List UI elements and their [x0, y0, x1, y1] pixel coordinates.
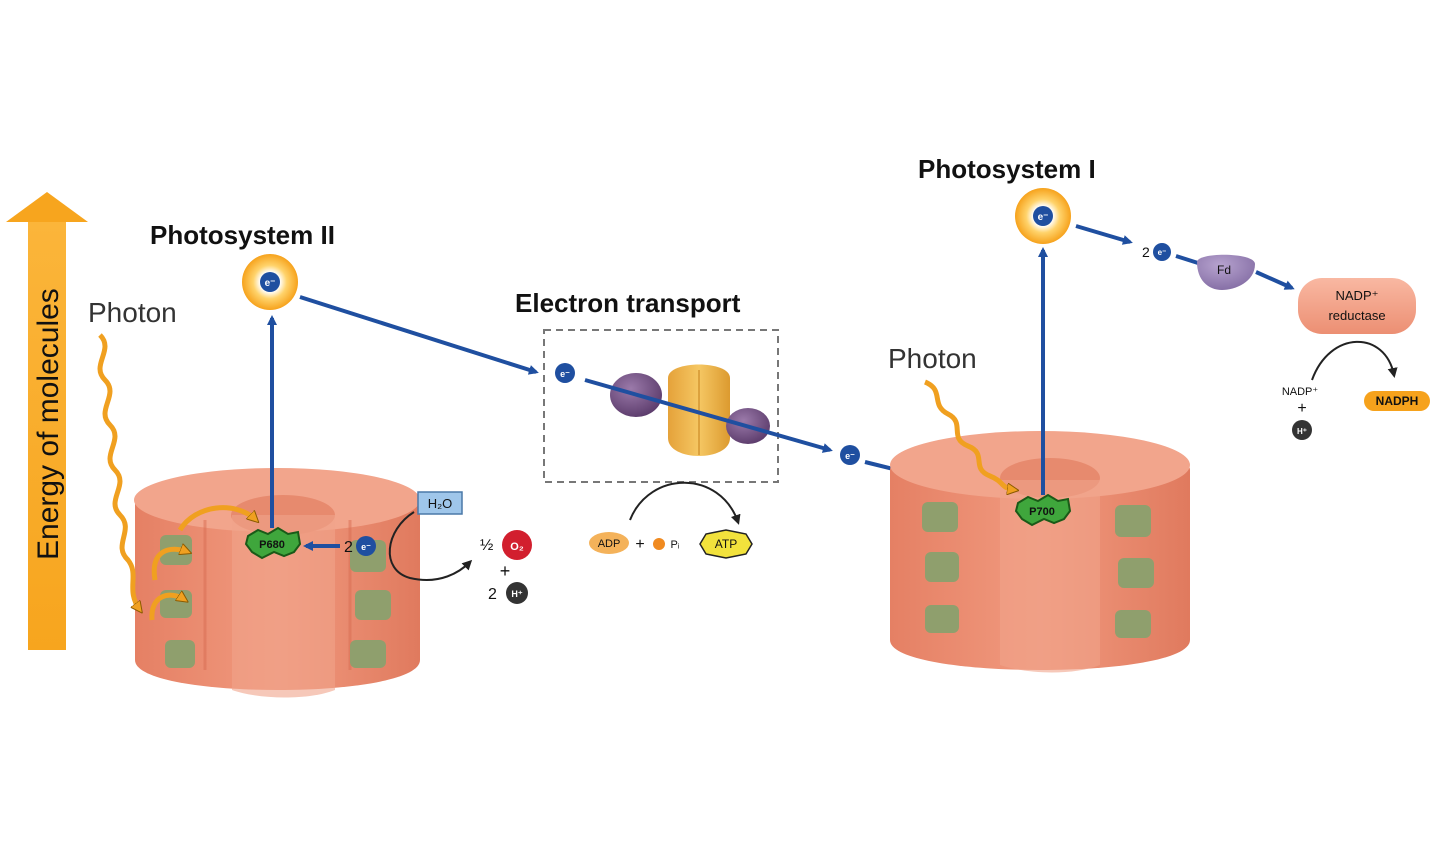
water-label: H₂O: [428, 496, 453, 511]
electron-transport-title: Electron transport: [515, 288, 741, 318]
photon-left-wave: [97, 333, 140, 610]
photosystem-ii-title: Photosystem II: [150, 220, 335, 250]
energy-axis-label: Energy of molecules: [32, 288, 65, 560]
photon-left-label: Photon: [88, 297, 177, 328]
ps2-excited-electron: e⁻: [242, 254, 298, 310]
ps1-proton-label: H⁺: [1297, 427, 1307, 436]
photon-left: Photon: [88, 297, 177, 610]
adp-pill: [589, 532, 629, 554]
proton-count: 2: [488, 586, 497, 603]
atp-starburst: [699, 529, 753, 559]
water-box: [417, 491, 463, 515]
photon-right-wave: [923, 379, 1015, 490]
ferredoxin-protein: [1197, 254, 1255, 290]
phosphate-label: Pᵢ: [670, 539, 679, 551]
water-electron: [356, 536, 376, 556]
ets-electron-in-label: e⁻: [560, 369, 570, 379]
reductase-label-line1: NADP⁺: [1336, 288, 1379, 303]
phosphate-dot: [653, 538, 665, 550]
water-splitting: H₂O 2 e⁻ ½ O₂ + 2 H⁺: [303, 491, 532, 604]
ps1-output: 2 e⁻ Fd NADP⁺ reductase NADP⁺ + H⁺ NADPH: [1075, 224, 1430, 440]
ps1-to-e-arrow: [1075, 224, 1133, 245]
nadp-plus: +: [1297, 400, 1306, 417]
oxygen-label: O₂: [510, 541, 524, 553]
energy-axis: Energy of molecules: [6, 192, 88, 650]
nadp-label: NADP⁺: [1282, 386, 1319, 398]
photosystem-i-complex: P700: [890, 431, 1190, 673]
photon-right: Photon: [888, 343, 1015, 490]
proton-circle: [506, 582, 528, 604]
nadp-reductase-enzyme: [1298, 278, 1416, 334]
p700-reaction-center: [1014, 493, 1072, 527]
ps1-chlorophyll-patches: [922, 502, 1154, 638]
ps1-electron: [1153, 243, 1171, 261]
atp-synthesis: ADP + Pᵢ ATP: [589, 481, 753, 559]
ps1-proton-circle: [1292, 420, 1312, 440]
p680-reaction-center: [244, 526, 302, 560]
e-to-fd-line: [1175, 254, 1199, 265]
photon-right-label: Photon: [888, 343, 977, 374]
water-electron-count: 2: [344, 539, 353, 556]
atp-plus: +: [635, 536, 644, 553]
electron-transport-chain: e⁻: [543, 329, 833, 483]
ets-dashed-box: [543, 329, 779, 483]
half-label: ½: [480, 537, 493, 554]
ets-electron-out: e⁻: [840, 445, 860, 465]
svg-text:e⁻: e⁻: [1038, 212, 1049, 223]
fd-to-reductase-arrow: [1255, 270, 1295, 290]
photosystem-i-title: Photosystem I: [918, 154, 1096, 184]
water-electron-label: e⁻: [361, 542, 371, 552]
svg-text:e⁻: e⁻: [845, 451, 855, 461]
ps1-electron-label: e⁻: [1158, 248, 1167, 257]
ets-electron-in: [555, 363, 575, 383]
atp-label: ATP: [715, 537, 737, 551]
p680-label: P680: [259, 539, 285, 551]
ps2-to-ets-arrow: [299, 295, 539, 375]
oxygen-circle: [502, 530, 532, 560]
ps1-excited-electron: e⁻: [1015, 188, 1071, 244]
energy-arrow-head: [6, 192, 88, 222]
proton-label: H⁺: [511, 589, 522, 599]
energy-arrow-shaft: [28, 222, 66, 650]
nadph-label: NADPH: [1376, 394, 1419, 408]
ps1-electron-count: 2: [1142, 244, 1150, 260]
nadph-pill: [1364, 391, 1430, 411]
svg-text:e⁻: e⁻: [265, 278, 276, 289]
adp-label: ADP: [598, 538, 621, 550]
ferredoxin-label: Fd: [1217, 263, 1231, 277]
ets-electron-flow-arrow: [584, 378, 833, 453]
p700-label: P700: [1029, 506, 1055, 518]
reductase-label-line2: reductase: [1328, 308, 1385, 323]
water-plus: +: [500, 561, 511, 581]
photosystem-ii-complex: P680: [134, 468, 420, 698]
